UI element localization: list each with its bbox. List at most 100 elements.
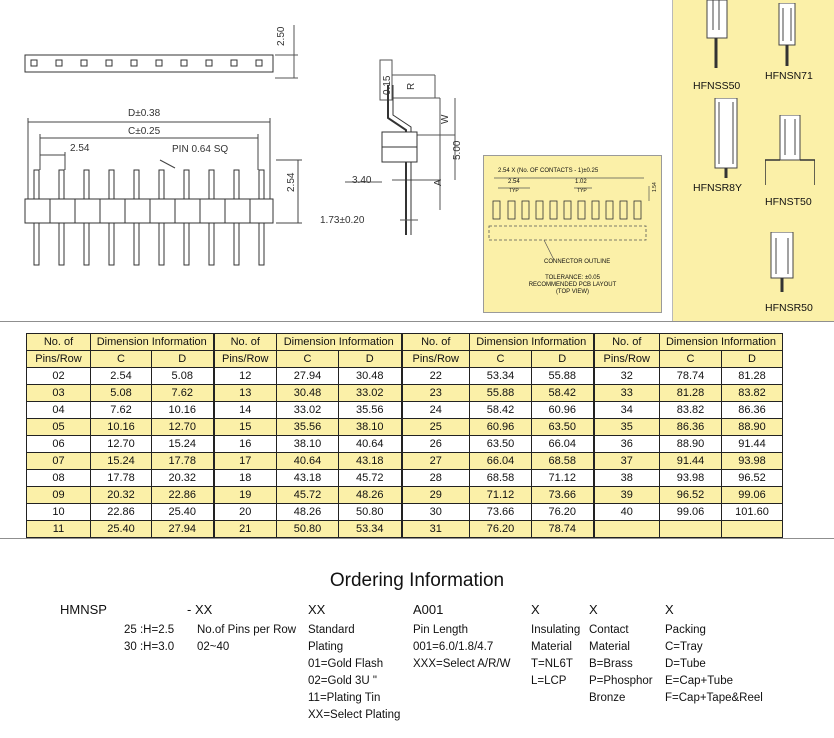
pins-cell: 34 [592,401,660,419]
dim-d: D±0.38 [128,108,161,119]
divider-bottom [0,538,834,539]
c3-line-2: 01=Gold Flash [308,658,384,670]
c7-head: X [665,602,674,617]
c6-head: X [589,602,598,617]
header-d: D [338,350,402,368]
d-cell: 93.98 [721,452,783,470]
c3-line-5: XX=Select Plating [308,709,401,721]
c7-line-0: Packing [665,624,706,636]
variant-label-1: HFNSS50 [693,80,741,92]
d-cell: 33.02 [338,384,402,402]
order-col2: No.of Pins per Row 02~40 [197,622,296,656]
c5-head: X [531,602,540,617]
c-cell: 86.36 [659,418,722,436]
order-col6: X Contact Material B=Brass P=Phosphor Br… [589,601,653,707]
variant-label-3: HFNSR8Y [693,182,743,194]
top-view-drawing [24,25,298,79]
header-dim-info: Dimension Information [469,333,594,351]
c-cell: 2.54 [90,367,152,385]
c-cell: 96.52 [659,486,722,504]
d-cell: 35.56 [338,401,402,419]
dim-coplanarity: 0.15 [382,75,393,95]
c4-line-0: Pin Length [413,624,468,636]
pcb-view: (TOP VIEW) [555,289,590,295]
pcb-outline-label: CONNECTOR OUTLINE [544,259,611,265]
c-cell: 83.82 [659,401,722,419]
pins-cell: 11 [26,520,91,538]
c5-line-2: T=NL6T [531,658,573,670]
pins-cell: 15 [212,418,277,436]
pins-cell: 25 [400,418,470,436]
d-cell: 7.62 [151,384,214,402]
c3-head: XX [308,602,326,617]
order-col5: X Insulating Material T=NL6T L=LCP [531,601,580,690]
c5-line-3: L=LCP [531,675,567,687]
c-cell: 76.20 [469,520,532,538]
dim-pitch: 2.54 [70,143,90,154]
pins-cell: 17 [212,452,277,470]
c-cell: 71.12 [469,486,532,504]
hfnsr50-drawing [770,232,794,292]
dim-tail: 1.73±0.20 [320,215,365,226]
pins-cell: 04 [26,401,91,419]
d-cell: 45.72 [338,469,402,487]
c-cell: 60.96 [469,418,532,436]
c1-line-1: 30 :H=3.0 [124,641,175,653]
pins-cell: 37 [592,452,660,470]
d-cell: 78.74 [531,520,594,538]
header-c: C [276,350,339,368]
ordering-title: Ordering Information [329,570,505,591]
d-cell [721,520,783,538]
dim-total: 5.00 [452,140,463,160]
pins-cell: 30 [400,503,470,521]
header-dim-info: Dimension Information [90,333,214,351]
dim-a: A [433,179,444,186]
d-cell: 66.04 [531,435,594,453]
pcb-tolerance: TOLERANCE: ±0.05 [545,275,600,281]
pcb-layout-drawing [488,177,650,261]
header-pins: No. of [212,333,277,351]
hfnsr8y-drawing [714,98,738,178]
pins-cell: 20 [212,503,277,521]
pins-cell: 27 [400,452,470,470]
c4-head: A001 [413,602,444,617]
pins-cell [592,520,660,538]
pins-cell: 12 [212,367,277,385]
d-cell: 71.12 [531,469,594,487]
c6-line-2: B=Brass [589,658,633,670]
c6-line-3: P=Phosphor [589,675,653,687]
c-cell: 45.72 [276,486,339,504]
d-cell: 99.06 [721,486,783,504]
hfnss50-drawing [706,0,728,68]
pins-cell: 09 [26,486,91,504]
hfnst50-drawing [765,115,815,185]
header-c: C [90,350,152,368]
dim-height: 2.54 [286,172,297,192]
header-pins-row: Pins/Row [592,350,660,368]
order-col1: 25 :H=2.5 30 :H=3.0 [124,622,174,656]
c3-line-0: Standard [308,624,355,636]
c3-line-4: 11=Plating Tin [308,692,381,704]
header-pins: No. of [26,333,91,351]
header-pins-row: Pins/Row [400,350,470,368]
header-d: D [721,350,783,368]
c-cell: 68.58 [469,469,532,487]
c3-line-3: 02=Gold 3U " [308,675,377,687]
pins-cell: 35 [592,418,660,436]
variant-label-2: HFNSN71 [765,70,813,82]
pcb-pitch-typ-label: TYP [509,188,519,194]
d-cell: 96.52 [721,469,783,487]
c-cell: 53.34 [469,367,532,385]
pins-cell: 13 [212,384,277,402]
dim-offset: 3.40 [352,175,372,186]
d-cell: 86.36 [721,401,783,419]
c2-line-1: 02~40 [197,641,230,653]
pins-cell: 38 [592,469,660,487]
order-col7: X Packing C=Tray D=Tube E=Cap+Tube F=Cap… [665,601,763,707]
d-cell: 40.64 [338,435,402,453]
pins-cell: 14 [212,401,277,419]
